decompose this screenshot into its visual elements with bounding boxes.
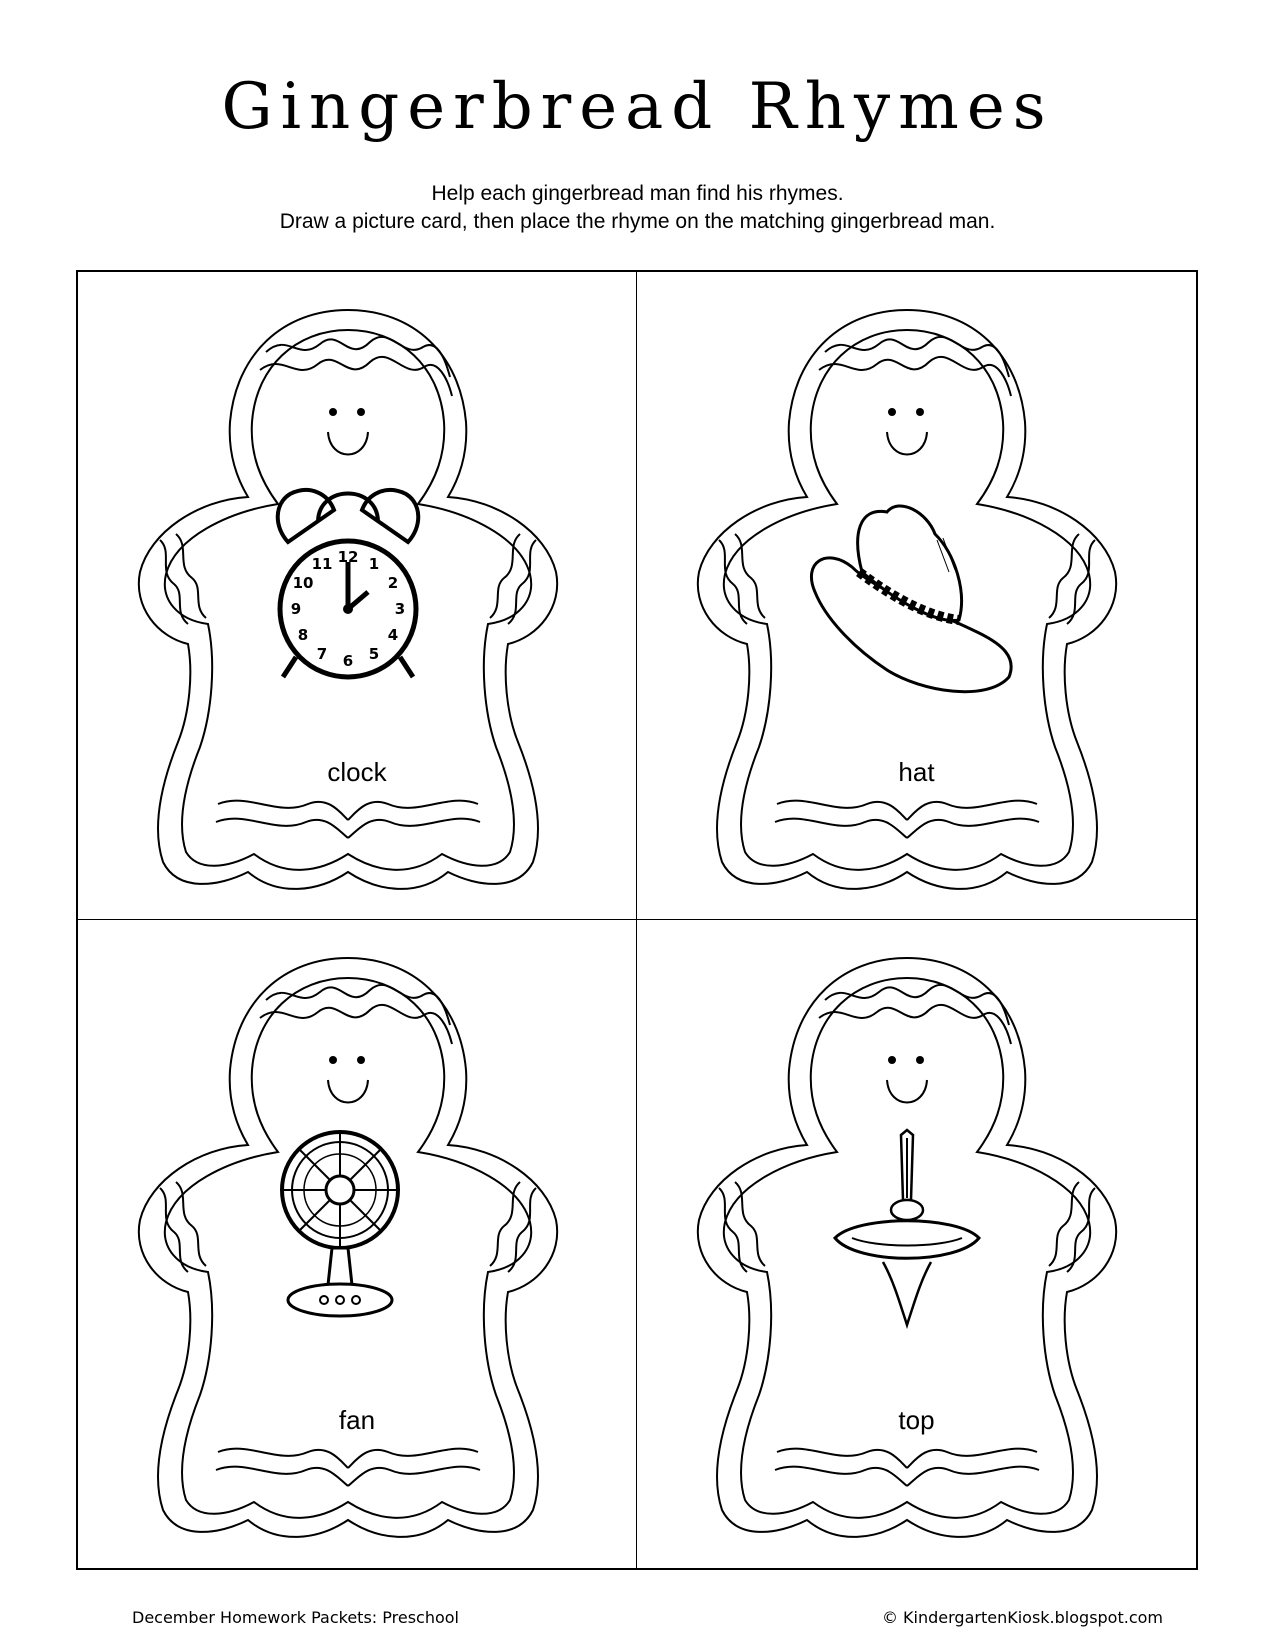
card-word-hat: hat [898, 757, 935, 787]
clock-numeral: 3 [395, 600, 405, 618]
picture-card-hat[interactable]: hat [637, 272, 1196, 920]
footer-right: © KindergartenKiosk.blogspot.com [881, 1608, 1163, 1627]
worksheet-title: Gingerbread Rhymes [221, 70, 1054, 144]
card-word-fan: fan [338, 1405, 376, 1435]
clock-numeral: 10 [293, 574, 314, 592]
clock-numeral: 2 [388, 574, 398, 592]
clock-numeral: 11 [312, 555, 333, 573]
clock-numeral: 8 [298, 626, 308, 644]
instruction-line-1: Help each gingerbread man find his rhyme… [431, 182, 844, 205]
instruction-line-2: Draw a picture card, then place the rhym… [279, 210, 996, 233]
picture-card-fan[interactable]: fan [78, 920, 637, 1568]
electric-fan-icon [280, 1130, 400, 1318]
clock-numeral: 7 [317, 645, 327, 663]
cowboy-hat-icon [809, 504, 1013, 694]
card-word-top: top [898, 1405, 935, 1435]
clock-numeral: 12 [338, 548, 359, 566]
card-word-clock: clock [327, 757, 387, 787]
clock-numeral: 9 [291, 600, 301, 618]
clock-numeral: 6 [343, 652, 353, 670]
instructions: Help each gingerbread man find his rhyme… [0, 180, 1275, 236]
spinning-top-icon [832, 1128, 982, 1330]
clock-numeral: 1 [369, 555, 379, 573]
footer-left: December Homework Packets: Preschool [132, 1608, 459, 1627]
clock-numeral: 5 [369, 645, 379, 663]
picture-card-top[interactable]: top [637, 920, 1196, 1568]
clock-numeral: 4 [388, 626, 398, 644]
